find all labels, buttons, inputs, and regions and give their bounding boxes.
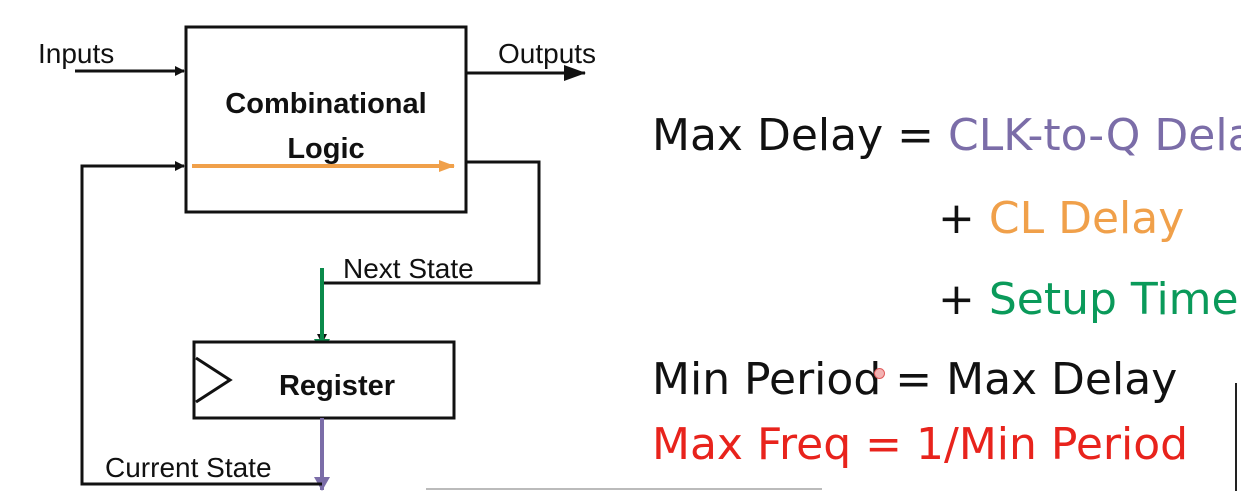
plus-sign: +: [938, 274, 989, 325]
next-state-label: Next State: [343, 253, 474, 284]
setup-time-term: Setup Time: [988, 274, 1239, 325]
cl-delay-term: CL Delay: [988, 193, 1185, 244]
combinational-logic-label-line1: Combinational: [225, 88, 426, 120]
combinational-logic-label-line2: Logic: [287, 133, 364, 165]
current-state-wire: [80, 161, 322, 486]
outputs-label: Outputs: [498, 38, 596, 69]
cl-delay-term-line: + CL Delay: [938, 197, 1184, 241]
max-freq-equation: Max Freq = 1/Min Period: [652, 419, 1189, 470]
scroll-indicator-line: [426, 488, 822, 490]
state-machine-diagram: Inputs Combinational Logic Outputs Next …: [38, 25, 596, 491]
max-delay-lhs: Max Delay =: [652, 110, 948, 161]
plus-sign: +: [938, 193, 989, 244]
clk-to-q-term: CLK-to-Q Delay: [947, 110, 1241, 161]
min-period-equation: Min Period = Max Delay: [652, 354, 1178, 405]
max-delay-equation: Max Delay = CLK-to-Q Delay: [652, 114, 1241, 158]
clock-triangle-icon: [195, 356, 233, 404]
combinational-logic-box: [184, 25, 468, 214]
inputs-label: Inputs: [38, 38, 114, 69]
setup-time-term-line: + Setup Time: [938, 278, 1239, 322]
laser-pointer-dot: [874, 368, 885, 379]
edge-divider-line: [1235, 383, 1237, 491]
register-label: Register: [279, 370, 395, 402]
current-state-label: Current State: [105, 452, 272, 483]
